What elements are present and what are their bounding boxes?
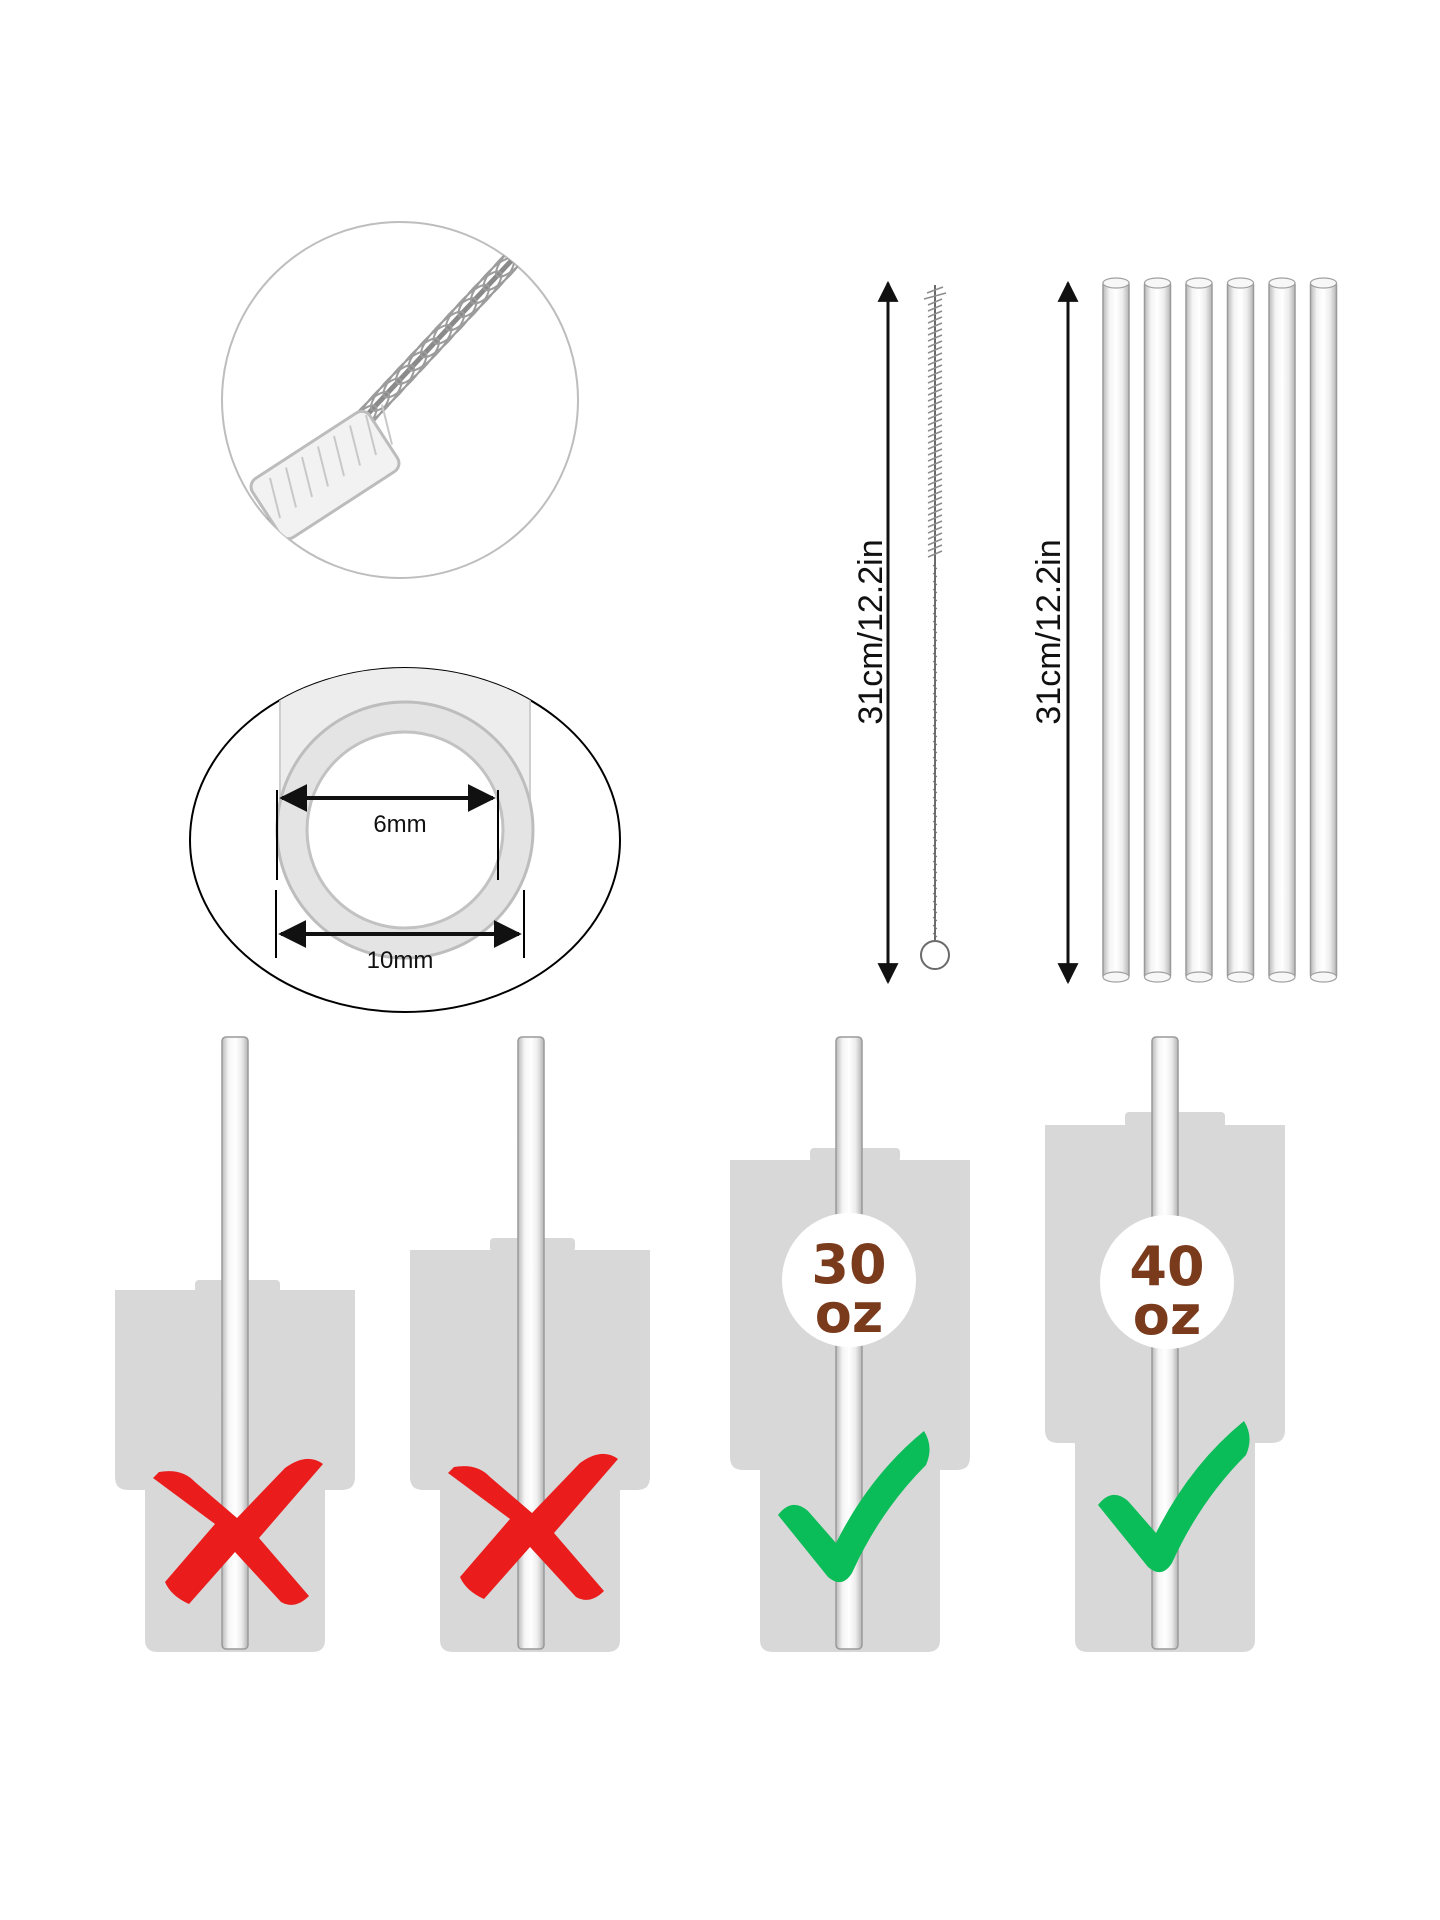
green-check-icon [778,1431,930,1583]
brush-length-dimension: 31cm/12.2in [852,280,899,985]
capacity-badge-number: 40 [1129,1235,1204,1298]
brush-length-label: 31cm/12.2in [852,539,890,724]
capacity-badge-unit: oz [815,1282,884,1345]
straw-set [1102,277,1338,983]
capacity-badge: 30 oz [782,1213,916,1347]
glass-straw-icon [1143,277,1172,983]
straw-length-dimension: 31cm/12.2in [1030,280,1079,985]
glass-straw-icon [517,1036,545,1650]
brush-closeup-icon [221,221,579,579]
cleaning-brush-icon [920,285,950,970]
capacity-badge: 40 oz [1100,1215,1234,1349]
tumbler-4: 40 oz [1045,1036,1285,1652]
glass-straw-icon [221,1036,249,1650]
glass-straw-icon [1185,277,1213,983]
tumbler-1 [115,1036,355,1652]
glass-straw-icon [1226,277,1255,983]
outer-diameter-label: 10mm [367,947,434,974]
tumbler-2 [410,1036,650,1652]
inner-diameter-label: 6mm [373,811,426,838]
red-cross-icon [153,1458,323,1605]
tumbler-compatibility-row: 30 oz 40 oz [115,1036,1285,1652]
glass-straw-icon [1309,277,1338,983]
red-cross-icon [448,1453,618,1600]
glass-straw-icon [1102,277,1130,983]
glass-straw-icon [1268,277,1296,983]
green-check-icon [1098,1421,1250,1573]
straw-cross-section-icon: 6mm 10mm [189,667,621,1013]
straw-length-label: 31cm/12.2in [1030,539,1068,724]
tumbler-3: 30 oz [730,1036,970,1652]
capacity-badge-number: 30 [811,1233,886,1296]
capacity-badge-unit: oz [1133,1284,1202,1347]
